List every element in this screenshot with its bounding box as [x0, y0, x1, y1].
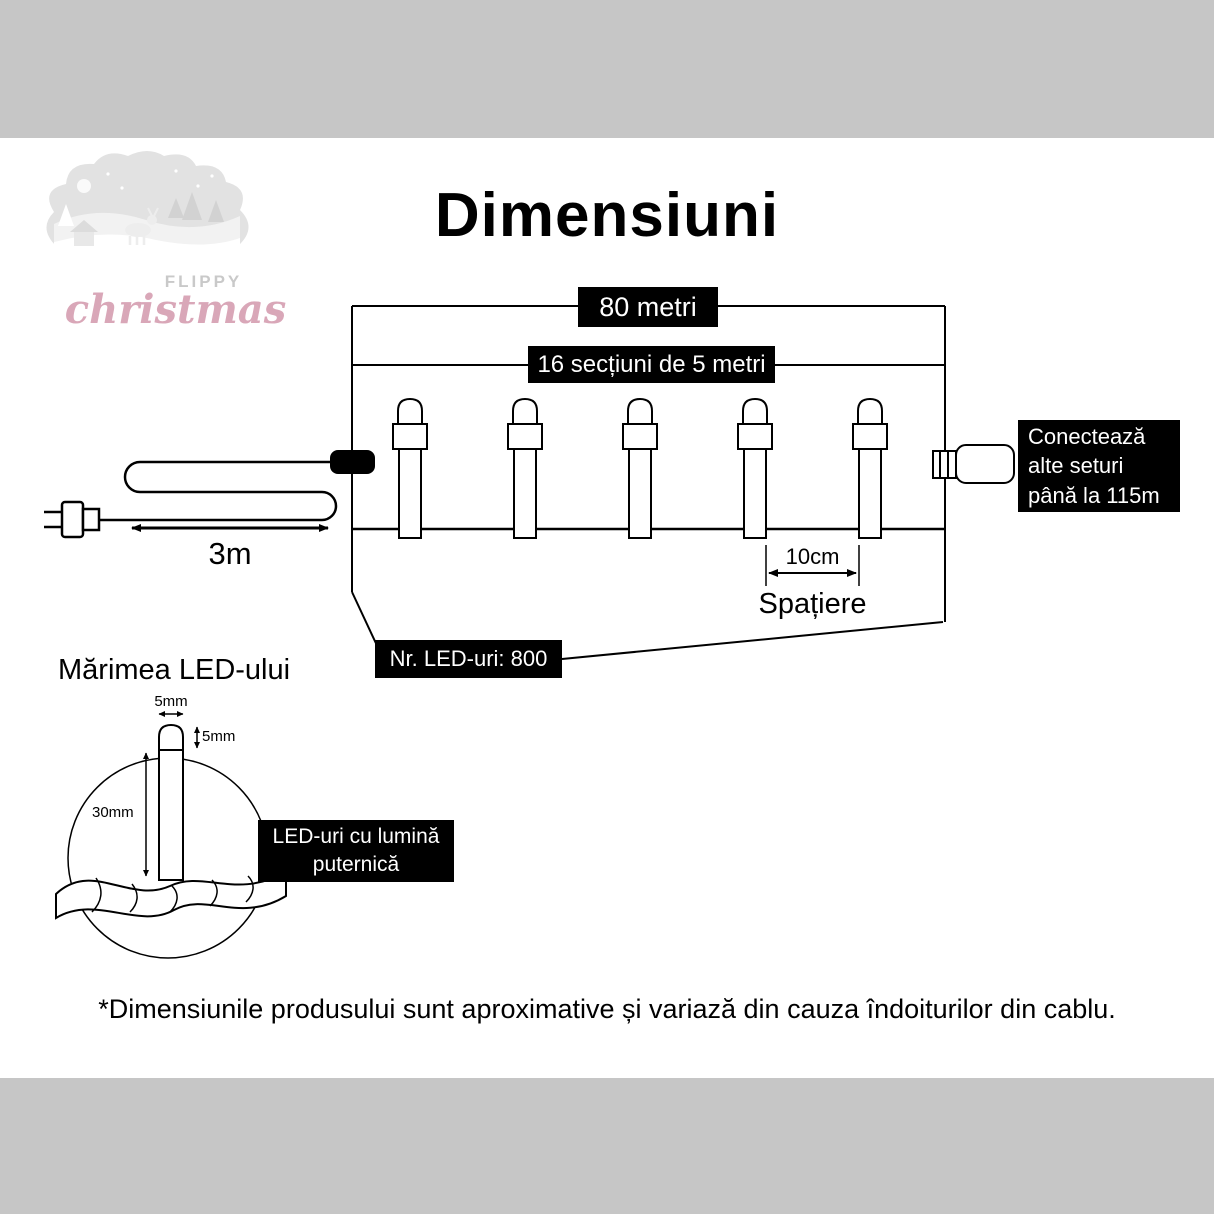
led-size-title: Mărimea LED-ului: [58, 654, 291, 686]
led-count-badge: Nr. LED-uri: 800: [375, 640, 562, 678]
led-bulb: [622, 397, 658, 539]
measurement-arrows: [131, 524, 860, 586]
led-bulb-large: [158, 723, 184, 881]
tree-icon: [182, 192, 202, 220]
lead-length-label: 3m: [208, 536, 252, 571]
led-bulb: [507, 397, 543, 539]
inline-connector-icon: [330, 450, 375, 474]
leader-right: [561, 621, 944, 660]
power-plug-icon: [44, 500, 101, 539]
connect-badge: Conectează alte seturi până la 115m: [1018, 420, 1180, 512]
house-icon: [70, 220, 98, 246]
total-length-badge: 80 metri: [578, 287, 718, 327]
led-note-line: LED-uri cu lumină: [272, 824, 440, 848]
spacing-value-label: 10cm: [785, 544, 840, 569]
end-connector-icon: [932, 444, 1015, 484]
sections-badge: 16 secțiuni de 5 metri: [528, 346, 775, 383]
logo-illustration: [46, 151, 249, 262]
logo-snow: [54, 234, 240, 262]
led-bulb: [737, 397, 773, 539]
footnote: *Dimensiunile produsului sunt aproximati…: [98, 994, 1116, 1024]
led-bulb: [852, 397, 888, 539]
twisted-wire-icon: [55, 870, 287, 920]
page-title: Dimensiuni: [434, 181, 780, 250]
moon-icon: [77, 179, 91, 193]
brand-script-name: christmas: [64, 286, 287, 333]
led-note-badge: LED-uri cu lumină puternică: [258, 820, 454, 882]
connect-badge-line: Conectează: [1028, 424, 1146, 450]
tree-icon: [208, 200, 224, 222]
led-bulbs: [392, 397, 888, 539]
deer-icon: [125, 207, 159, 245]
tree-icon: [168, 198, 184, 218]
tree-icon: [58, 204, 74, 226]
led-note-line: puternică: [312, 853, 400, 876]
spacing-caption-label: Spațiere: [758, 588, 867, 620]
connect-badge-line: până la 115m: [1028, 482, 1160, 508]
led-size-arrows: [143, 711, 200, 877]
led-bulb: [392, 397, 428, 539]
tip-height-label: 5mm: [202, 728, 236, 745]
body-height-label: 30mm: [92, 804, 134, 821]
brand-logo: FLIPPY christmas: [26, 146, 286, 366]
lead-wire: [98, 460, 352, 522]
brand-name: FLIPPY: [164, 272, 243, 291]
tip-width-label: 5mm: [154, 693, 188, 710]
connect-badge-line: alte seturi: [1028, 453, 1124, 479]
led-size-diagram: [55, 711, 287, 959]
